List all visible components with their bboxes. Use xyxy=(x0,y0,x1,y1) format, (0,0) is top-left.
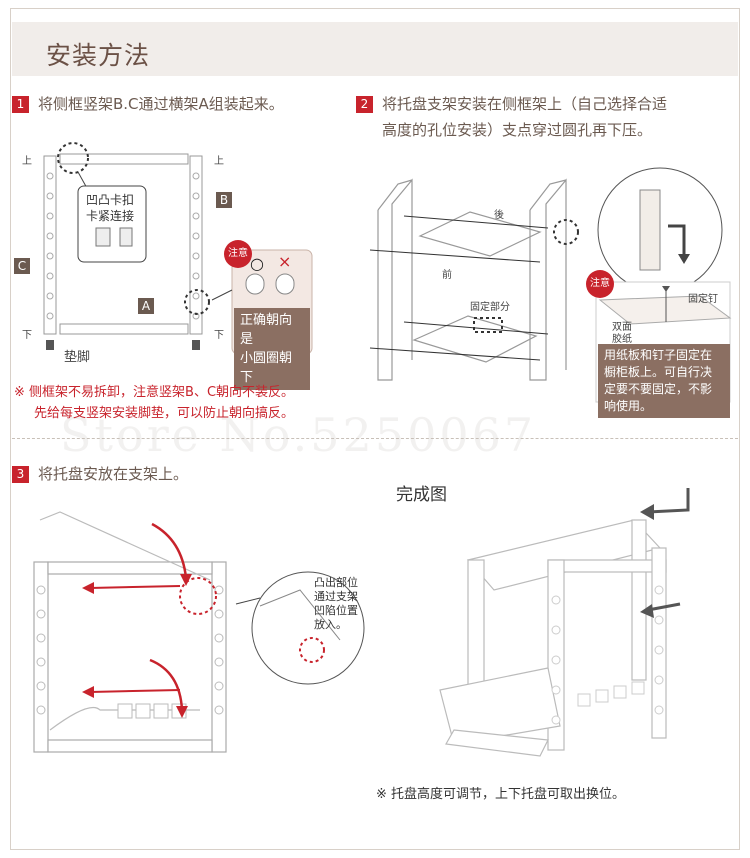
step3-callout-line-1: 凸出部位 xyxy=(314,576,358,590)
step3-callout: 凸出部位 通过支架 凹陷位置 放入。 xyxy=(314,576,358,632)
finished-label: 完成图 xyxy=(396,480,447,505)
step3-callout-line-4: 放入。 xyxy=(314,618,358,632)
step-3-note: ※ 托盘高度可调节，上下托盘可取出换位。 xyxy=(376,784,625,805)
step3-callout-line-3: 凹陷位置 xyxy=(314,604,358,618)
step3-callout-line-2: 通过支架 xyxy=(314,590,358,604)
